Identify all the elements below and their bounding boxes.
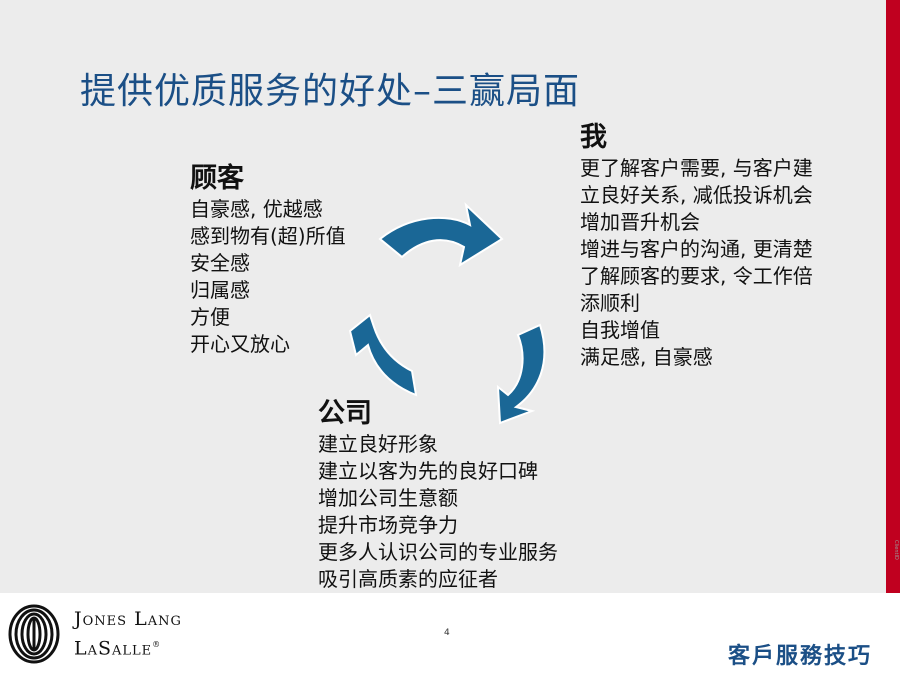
customer-line: 方便 [190,305,230,329]
customer-block: 顾客 自豪感, 优越感 感到物有(超)所值 安全感 归属感 方便 开心又放心 [190,162,346,358]
curved-arrow-icon [348,313,418,397]
slide-title: 提供优质服务的好处–三赢局面 [80,71,581,112]
me-line: 增加晋升机会 [580,210,700,234]
side-code: ClientID [893,540,899,560]
cycle-arrows [348,202,546,425]
me-block: 我 更了解客户需要, 与客户建 立良好关系, 减低投诉机会 增加晋升机会 增进与… [580,121,813,371]
company-line: 更多人认识公司的专业服务 [318,540,558,564]
logo-line-2: LaSalle® [74,632,182,661]
me-line: 增进与客户的沟通, 更清楚 [580,237,813,261]
logo-line-2-text: LaSalle [74,637,153,660]
curved-arrow-icon [378,202,504,268]
customer-line: 归属感 [190,278,250,302]
company-logo-text: Jones Lang LaSalle® [74,606,182,661]
footer-label: 客戶服務技巧 [727,644,872,669]
curved-arrow-icon [496,323,546,425]
company-line: 增加公司生意额 [318,486,458,510]
me-heading: 我 [580,122,607,153]
customer-heading: 顾客 [190,163,244,194]
company-line: 建立良好形象 [318,432,438,456]
me-line: 添顺利 [580,291,640,315]
me-line: 了解顾客的要求, 令工作倍 [580,264,813,288]
customer-line: 开心又放心 [190,332,290,356]
customer-line: 自豪感, 优越感 [190,197,323,221]
customer-line: 安全感 [190,251,250,275]
company-block: 公司 建立良好形象 建立以客为先的良好口碑 增加公司生意额 提升市场竞争力 更多… [318,397,558,593]
company-line: 建立以客为先的良好口碑 [318,459,538,483]
logo-line-1: Jones Lang [74,608,182,630]
slide-background [0,0,886,593]
me-line: 立良好关系, 减低投诉机会 [580,183,813,207]
accent-bar [886,0,900,593]
me-line: 更了解客户需要, 与客户建 [580,156,813,180]
customer-line: 感到物有(超)所值 [190,224,346,248]
company-logo-icon [8,604,60,664]
me-line: 满足感, 自豪感 [580,345,713,369]
company-line: 提升市场竞争力 [318,513,458,537]
me-line: 自我增值 [580,318,660,342]
footer [0,593,900,675]
company-line: 吸引高质素的应征者 [318,567,498,591]
registered-mark: ® [152,640,162,649]
page-number: 4 [444,628,450,638]
company-heading: 公司 [318,398,372,429]
